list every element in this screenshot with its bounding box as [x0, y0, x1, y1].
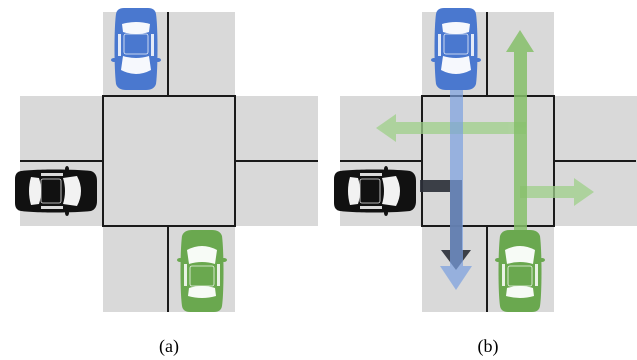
car-blue [430, 7, 482, 91]
panel-a: (a) [14, 7, 318, 357]
car-green [494, 229, 546, 313]
caption-b: (b) [478, 336, 499, 357]
path-green-right [520, 178, 594, 206]
car-black [333, 165, 417, 217]
path-green-straight [506, 30, 534, 244]
car-blue [110, 7, 162, 91]
caption-a: (a) [159, 336, 179, 357]
path-blue-straight [440, 70, 472, 290]
road-layout [340, 12, 637, 312]
car-green [176, 229, 228, 313]
road-layout [20, 12, 318, 312]
panel-b: (b) [333, 7, 637, 357]
car-black [14, 165, 98, 217]
